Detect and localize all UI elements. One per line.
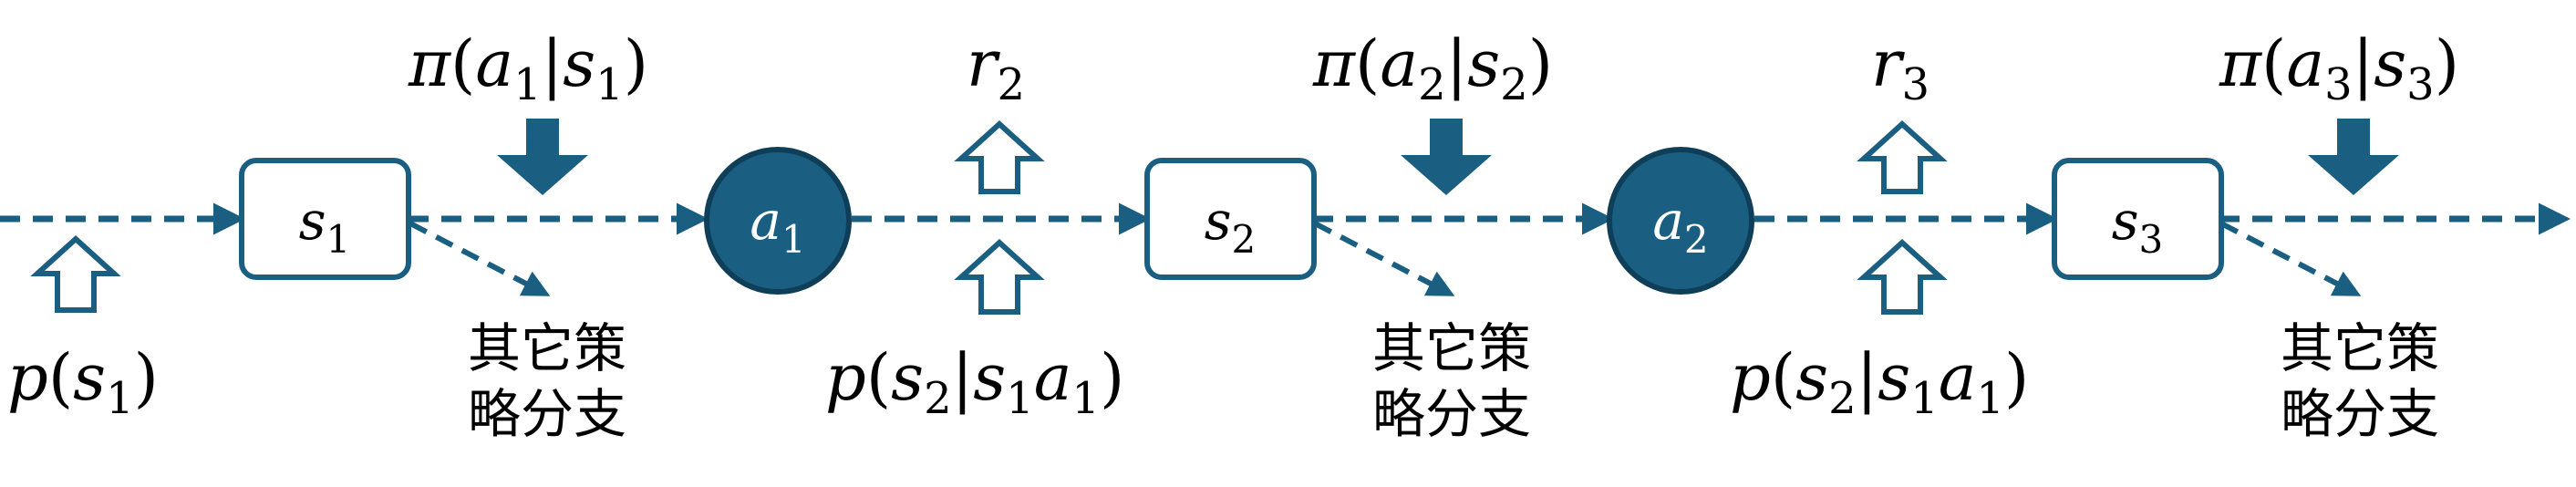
branch-label-1: 其它策 略分支 [468, 317, 626, 445]
svg-text:其它策: 其它策 [1372, 317, 1531, 379]
branch-arrow-s2 [1313, 221, 1455, 296]
transition-label-2: p(s2|s1a1) [1730, 340, 2029, 424]
state-node-s2: s2 [1144, 158, 1317, 280]
policy-arrow-1-icon [497, 119, 588, 195]
state-node-s1: s1 [239, 158, 411, 280]
svg-text:a2: a2 [1652, 190, 1708, 262]
node-base: s [2112, 190, 2139, 252]
node-base: s [1205, 190, 1232, 252]
policy-arrow-3-icon [2308, 119, 2399, 195]
svg-text:略分支: 略分支 [1372, 383, 1531, 445]
node-sub: 1 [326, 217, 351, 262]
state-node-s3: s3 [2052, 158, 2224, 280]
reward-label-r2: r2 [967, 26, 1025, 110]
branch-label-3: 其它策 略分支 [2281, 317, 2439, 445]
initial-state-label: p(s1) [7, 340, 159, 424]
transition-up-arrow-2-icon [1857, 238, 1948, 315]
svg-text:略分支: 略分支 [468, 383, 626, 445]
reward-up-arrow-2-icon [1857, 119, 1948, 194]
policy-label-3: π(a3|s3) [2219, 26, 2459, 110]
node-base: a [750, 190, 781, 252]
node-sub: 1 [781, 217, 806, 262]
svg-text:其它策: 其它策 [2281, 317, 2439, 379]
action-node-a2: a2 [1607, 147, 1754, 295]
svg-text:s1: s1 [299, 190, 351, 262]
branch-arrow-s1 [409, 221, 551, 296]
transition-label-1: p(s2|s1a1) [825, 340, 1124, 424]
svg-text:a1: a1 [750, 190, 805, 262]
policy-label-2: π(a2|s2) [1312, 26, 1553, 110]
svg-text:s2: s2 [1205, 190, 1257, 262]
branch-label-2: 其它策 略分支 [1372, 317, 1531, 445]
svg-text:略分支: 略分支 [2281, 383, 2439, 445]
policy-label-1: π(a1|s1) [408, 26, 648, 110]
node-base: s [299, 190, 326, 252]
reward-label-r3: r3 [1871, 26, 1929, 110]
svg-text:s3: s3 [2112, 190, 2164, 262]
transition-up-arrow-1-icon [954, 238, 1045, 315]
branch-arrow-s3 [2219, 221, 2362, 296]
reward-up-arrow-1-icon [954, 119, 1045, 194]
svg-text:其它策: 其它策 [468, 317, 626, 379]
policy-arrow-2-icon [1401, 119, 1492, 195]
node-sub: 3 [2139, 217, 2164, 262]
action-node-a1: a1 [704, 147, 852, 295]
node-base: a [1652, 190, 1684, 252]
node-sub: 2 [1684, 217, 1709, 262]
node-sub: 2 [1232, 217, 1257, 262]
initial-state-up-arrow-icon [30, 234, 121, 313]
